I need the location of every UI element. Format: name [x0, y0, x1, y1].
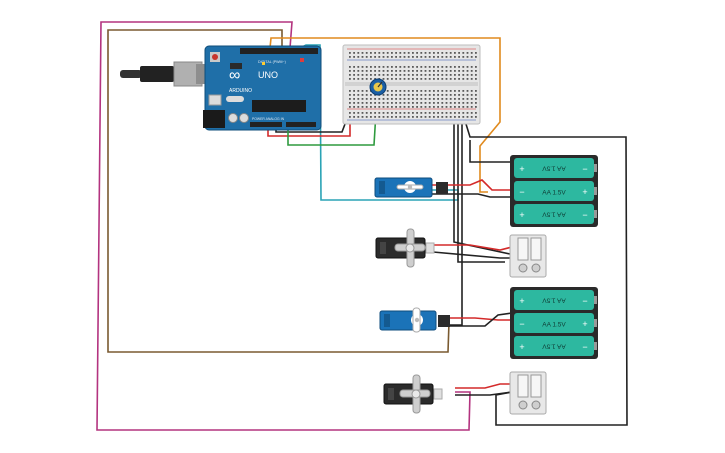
digital-header-label: DIGITAL (PWM~) — [258, 60, 286, 64]
analog-header — [286, 122, 316, 127]
wire-servo2-red[interactable] — [433, 244, 513, 251]
potentiometer[interactable] — [369, 78, 387, 96]
breadboard[interactable] — [342, 44, 481, 125]
battery-minus-icon: − — [582, 164, 587, 174]
servo-3[interactable] — [379, 307, 450, 333]
servo-4[interactable] — [383, 374, 443, 414]
wire-black-down-3[interactable] — [453, 124, 511, 255]
wire-red-5v[interactable] — [267, 124, 351, 137]
arduino-logo-icon: ∞ — [229, 67, 240, 84]
battery-pack-1[interactable]: AA 1.5V + − AA 1.5V + − AA 1.5V + − — [510, 155, 598, 227]
arduino-model: UNO — [258, 70, 278, 80]
battery-plus-icon: + — [519, 342, 524, 352]
wire-servo3-black[interactable] — [438, 312, 513, 327]
battery-plus-icon: + — [582, 319, 587, 329]
battery-holder-small-1[interactable] — [509, 234, 547, 278]
wire-magenta[interactable] — [96, 21, 471, 431]
wire-servo4-red[interactable] — [455, 383, 512, 389]
battery-pack-2[interactable]: AA 1.5V + − AA 1.5V + − AA 1.5V + − — [510, 287, 598, 359]
breadboard-holes[interactable] — [349, 52, 477, 118]
battery-plus-icon: + — [582, 187, 587, 197]
battery-plus-icon: + — [519, 210, 524, 220]
battery-cell: AA 1.5V + − — [514, 204, 597, 224]
potentiometer-knob-icon[interactable] — [377, 81, 383, 88]
wire-black-gnd-loop[interactable] — [465, 123, 628, 426]
power-header-label: POWER ANALOG IN — [252, 117, 285, 121]
battery-cell-label: AA 1.5V — [542, 165, 566, 172]
atmega-chip — [252, 100, 306, 112]
servo-2[interactable] — [375, 228, 435, 268]
battery-cell-label: AA 1.5V — [542, 322, 566, 329]
usb-cable — [120, 61, 208, 87]
wire-battery1-link[interactable] — [469, 140, 510, 163]
wire-servo2-black[interactable] — [432, 251, 512, 259]
wire-black-down-1[interactable] — [457, 124, 505, 263]
battery-plus-icon: + — [519, 164, 524, 174]
wire-servo1-red[interactable] — [432, 179, 512, 191]
battery-minus-icon: − — [519, 319, 524, 329]
wire-servo4-black[interactable] — [455, 391, 513, 396]
battery-cell-label: AA 1.5V — [542, 343, 566, 350]
battery-minus-icon: − — [582, 296, 587, 306]
servo-1[interactable] — [374, 177, 448, 198]
battery-cell-label: AA 1.5V — [542, 190, 566, 197]
battery-plus-icon: + — [519, 296, 524, 306]
battery-cell: AA 1.5V + − — [514, 290, 597, 310]
battery-minus-icon: − — [582, 210, 587, 220]
wire-servo3-red[interactable] — [438, 317, 512, 321]
arduino-uno-board[interactable]: DIGITAL (PWM~) ∞ UNO ARDUINO POWER ANALO… — [203, 45, 322, 131]
battery-cell-label: AA 1.5V — [542, 211, 566, 218]
battery-minus-icon: − — [519, 187, 524, 197]
wire-servo1-black[interactable] — [432, 193, 512, 198]
battery-cell: AA 1.5V + − — [514, 181, 597, 201]
battery-cell-label: AA 1.5V — [542, 297, 566, 304]
power-jack — [203, 110, 225, 128]
arduino-brand: ARDUINO — [229, 88, 252, 94]
battery-cell: AA 1.5V + − — [514, 336, 597, 356]
battery-minus-icon: − — [582, 342, 587, 352]
wire-orange[interactable] — [269, 37, 501, 193]
battery-holder-small-2[interactable] — [509, 371, 547, 415]
battery-cell: AA 1.5V + − — [514, 313, 597, 333]
digital-header — [240, 48, 318, 54]
power-header — [250, 122, 282, 127]
battery-cell: AA 1.5V + − — [514, 158, 597, 178]
wire-green-a0[interactable] — [287, 111, 377, 146]
